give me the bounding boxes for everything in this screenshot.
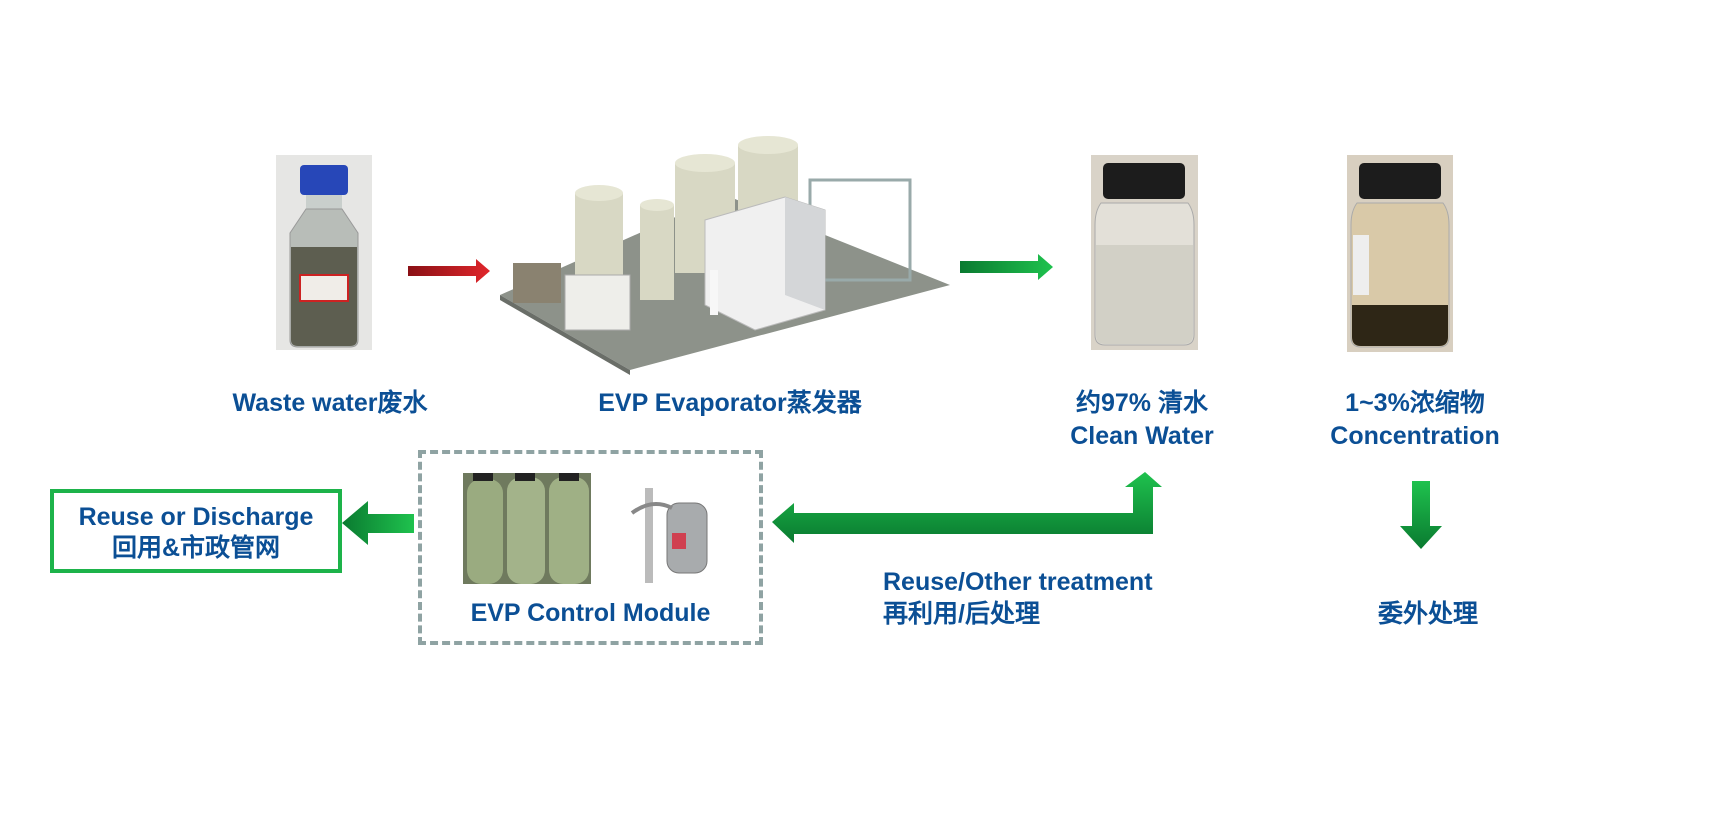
waste-water-bottle-image: [276, 155, 372, 350]
red-arrow-icon: [408, 259, 490, 283]
jar-icon: [1094, 163, 1195, 346]
jar-icon: [1350, 163, 1450, 348]
green-arrow-icon: [960, 254, 1053, 280]
concentration-label-en: Concentration: [1330, 422, 1500, 450]
waste-water-label: Waste water废水: [232, 389, 428, 417]
reuse-discharge-label-en: Reuse or Discharge: [78, 503, 314, 531]
clean-water-label-cn: 约97% 清水: [1076, 389, 1208, 417]
reuse-discharge-box: Reuse or Discharge 回用&市政管网: [50, 489, 342, 573]
reuse-discharge-label-cn: 回用&市政管网: [111, 534, 281, 562]
reuse-other-label-en: Reuse/Other treatment: [883, 568, 1153, 596]
bottle-icon: [289, 165, 359, 348]
green-down-arrow-icon: [1400, 481, 1442, 549]
clean-water-label-en: Clean Water: [1070, 422, 1214, 450]
control-module-label: EVP Control Module: [470, 599, 711, 627]
deaerator-image: [630, 488, 708, 583]
concentrate-jar-image: [1347, 155, 1453, 352]
evaporator-label: EVP Evaporator蒸发器: [598, 389, 862, 417]
outsource-label: 委外处理: [1377, 600, 1478, 628]
concentration-label-cn: 1~3%浓缩物: [1345, 389, 1485, 417]
evaporator-plant-image: [500, 136, 950, 375]
reuse-other-label-cn: 再利用/后处理: [883, 600, 1040, 628]
green-left-arrow-icon: [342, 501, 414, 545]
green-return-arrow-icon: [772, 472, 1162, 543]
control-module-box: EVP Control Module: [418, 450, 763, 645]
softener-tanks-image: [463, 473, 591, 584]
clean-water-jar-image: [1091, 155, 1198, 350]
